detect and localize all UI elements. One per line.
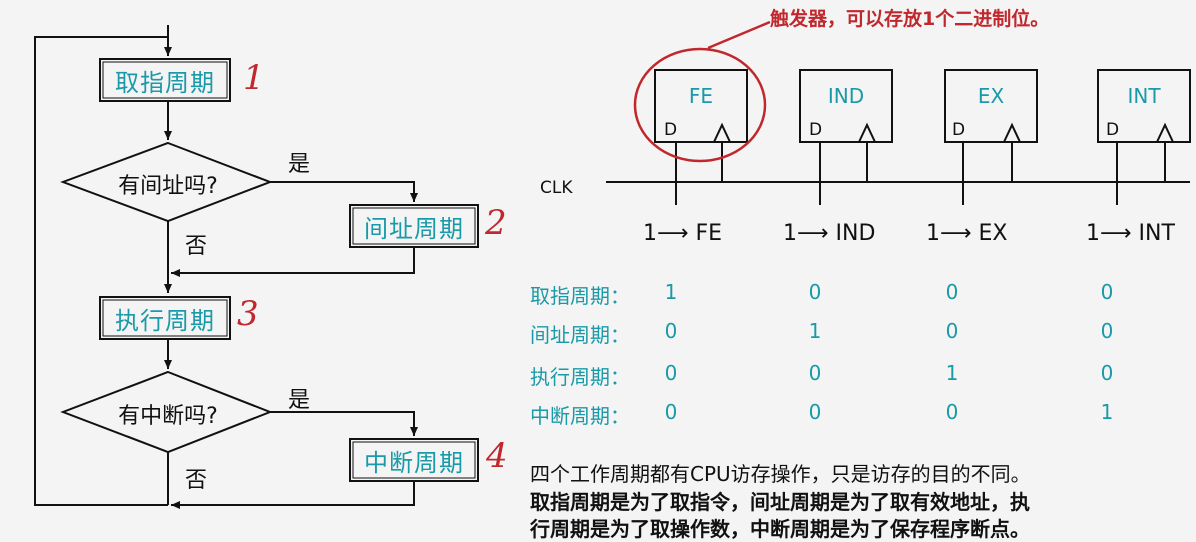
ff-ex-label: EX — [977, 84, 1005, 108]
callout-pointer — [707, 20, 771, 50]
no-label-1: 否 — [185, 234, 208, 259]
ff-fe-d-input: D — [664, 120, 678, 140]
interrupt-cycle-label: 中断周期 — [364, 448, 464, 477]
no-label-2: 否 — [185, 468, 208, 493]
row-label-indirect: 间址周期： — [530, 323, 630, 347]
row-label-execute: 执行周期： — [530, 365, 630, 389]
cell-indirect-fe: 0 — [664, 319, 678, 343]
indirect-question: 有间址吗? — [118, 174, 218, 199]
annotation-1: 1 — [243, 58, 265, 98]
cell-interrupt-ind: 0 — [808, 400, 822, 424]
yes-label-1: 是 — [288, 152, 311, 177]
ff-int-label: INT — [1127, 84, 1161, 108]
note-line-2: 取指周期是为了取指令，间址周期是为了取有效地址，执 — [530, 490, 1030, 514]
ff-ind-d-input: D — [809, 120, 823, 140]
assign-ind: 1⟶ IND — [783, 221, 876, 246]
cell-fetch-ind: 0 — [808, 280, 822, 304]
cell-indirect-ex: 0 — [945, 319, 959, 343]
execute-cycle-label: 执行周期 — [115, 306, 215, 335]
interrupt-question: 有中断吗? — [118, 404, 218, 429]
note-line-1: 四个工作周期都有CPU访存操作，只是访存的目的不同。 — [530, 462, 1031, 486]
cell-fetch-fe: 1 — [664, 280, 678, 304]
cell-indirect-ind: 1 — [808, 319, 822, 343]
annotation-4: 4 — [486, 436, 508, 476]
annotation-2: 2 — [485, 203, 507, 243]
ff-fe-label: FE — [688, 84, 714, 108]
note-line-3: 行周期是为了取操作数，中断周期是为了保存程序断点。 — [530, 517, 1030, 541]
ff-ex-d-input: D — [952, 120, 966, 140]
cell-execute-ind: 0 — [808, 361, 822, 385]
ff-int-box — [1097, 69, 1191, 143]
yes-label-2: 是 — [288, 388, 311, 413]
execute-box — [99, 296, 231, 340]
ff-int-d-input: D — [1106, 120, 1120, 140]
cell-indirect-int: 0 — [1100, 319, 1114, 343]
fetch-box — [99, 58, 231, 102]
ff-ind-box — [799, 69, 893, 143]
flipflop-callout: 触发器，可以存放1个二进制位。 — [770, 8, 1050, 30]
indirect-cycle-label: 间址周期 — [364, 214, 464, 243]
annotation-3: 3 — [237, 294, 259, 334]
assign-int: 1⟶ INT — [1086, 221, 1175, 246]
clk-label: CLK — [540, 178, 573, 198]
row-label-interrupt: 中断周期： — [530, 404, 630, 428]
callout-circle — [633, 47, 767, 163]
ff-ex-box — [944, 69, 1038, 143]
cell-execute-ex: 1 — [945, 361, 959, 385]
assign-fe: 1⟶ FE — [643, 221, 723, 246]
cell-execute-int: 0 — [1100, 361, 1114, 385]
row-label-fetch: 取指周期： — [530, 284, 630, 308]
ff-fe-box — [654, 69, 748, 143]
cell-interrupt-fe: 0 — [664, 400, 678, 424]
ff-ind-label: IND — [827, 84, 865, 108]
assign-ex: 1⟶ EX — [926, 221, 1008, 246]
cell-interrupt-int: 1 — [1100, 400, 1114, 424]
fetch-cycle-label: 取指周期 — [115, 68, 215, 97]
cell-interrupt-ex: 0 — [945, 400, 959, 424]
cell-execute-fe: 0 — [664, 361, 678, 385]
cell-fetch-ex: 0 — [945, 280, 959, 304]
cell-fetch-int: 0 — [1100, 280, 1114, 304]
